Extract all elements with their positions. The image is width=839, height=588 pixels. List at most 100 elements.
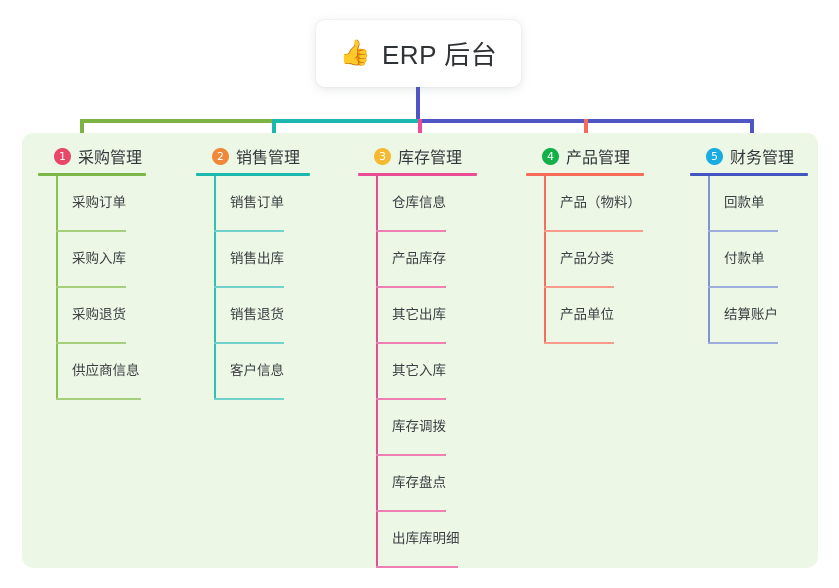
- branch-item[interactable]: 采购退货: [38, 288, 146, 344]
- branch-item-label: 销售出库: [230, 251, 284, 266]
- branch-title: 产品管理: [566, 150, 631, 167]
- branch-item-underline: [56, 230, 126, 232]
- branch-title: 财务管理: [730, 150, 795, 167]
- branch-spine-line: [376, 176, 378, 568]
- branch-item[interactable]: 库存调拨: [358, 400, 477, 456]
- branch-item-label: 结算账户: [724, 307, 778, 322]
- branch-item[interactable]: 产品库存: [358, 232, 477, 288]
- branch-item[interactable]: 结算账户: [690, 288, 808, 344]
- branch-item[interactable]: 销售出库: [196, 232, 310, 288]
- branch-item-label: 采购订单: [72, 195, 126, 210]
- branch-item-underline: [376, 566, 458, 568]
- branch-item-underline: [214, 230, 284, 232]
- branch-number-badge: 1: [54, 147, 71, 165]
- branch-header-4[interactable]: 4 产品管理: [526, 145, 644, 167]
- branch-item-list: 仓库信息产品库存其它出库其它入库库存调拨库存盘点出库库明细: [358, 176, 477, 568]
- branch-item-label: 库存调拨: [392, 419, 446, 434]
- branch-item-label: 其它出库: [392, 307, 446, 322]
- branch-item-list: 回款单付款单结算账户: [690, 176, 808, 344]
- branch-number-badge: 2: [212, 147, 229, 165]
- branch-spine-line: [214, 176, 216, 400]
- branch-item-underline: [376, 510, 446, 512]
- branch-number-badge: 5: [706, 147, 723, 165]
- branch-item-underline: [544, 286, 614, 288]
- branch-item-label: 回款单: [724, 195, 765, 210]
- branch-spine-line: [708, 176, 710, 344]
- branch-item-underline: [544, 342, 614, 344]
- branch-item[interactable]: 产品单位: [526, 288, 644, 344]
- branch-item-underline: [708, 286, 778, 288]
- branch-item-label: 销售退货: [230, 307, 284, 322]
- branch-item[interactable]: 其它入库: [358, 344, 477, 400]
- branch-underline: [38, 173, 146, 176]
- branch-item[interactable]: 销售订单: [196, 176, 310, 232]
- branch-item[interactable]: 销售退货: [196, 288, 310, 344]
- branch-item-underline: [56, 342, 126, 344]
- branch-item-underline: [376, 286, 446, 288]
- branch-item[interactable]: 其它出库: [358, 288, 477, 344]
- branch-item-label: 产品单位: [560, 307, 614, 322]
- branch-column-5: 5 财务管理回款单付款单结算账户: [690, 145, 808, 344]
- branch-column-3: 3 库存管理仓库信息产品库存其它出库其它入库库存调拨库存盘点出库库明细: [358, 145, 477, 568]
- branch-item-underline: [376, 342, 446, 344]
- thumbs-up-icon: 👍: [339, 39, 371, 67]
- branch-header-5[interactable]: 5 财务管理: [690, 145, 808, 167]
- branch-item-label: 客户信息: [230, 363, 284, 378]
- branch-item[interactable]: 产品分类: [526, 232, 644, 288]
- branch-item[interactable]: 供应商信息: [38, 344, 146, 400]
- branch-item-underline: [214, 398, 284, 400]
- branch-title: 库存管理: [398, 150, 463, 167]
- branch-header-2[interactable]: 2 销售管理: [196, 145, 310, 167]
- branch-header-1[interactable]: 1 采购管理: [38, 145, 146, 167]
- branch-item-label: 供应商信息: [72, 363, 140, 378]
- branch-item-underline: [56, 398, 141, 400]
- branch-item-label: 出库库明细: [392, 531, 460, 546]
- branches-panel: [22, 133, 818, 568]
- connector-bar-segment-1: [80, 119, 273, 123]
- branch-header-3[interactable]: 3 库存管理: [358, 145, 477, 167]
- branch-number-badge: 4: [542, 147, 559, 165]
- branch-item-list: 产品（物料） 产品分类产品单位: [526, 176, 644, 344]
- branch-item-underline: [214, 286, 284, 288]
- branch-item-label: 销售订单: [230, 195, 284, 210]
- branch-item-list: 销售订单销售出库销售退货客户信息: [196, 176, 310, 400]
- branch-title: 采购管理: [78, 150, 143, 167]
- branch-underline: [526, 173, 644, 176]
- branch-item-underline: [708, 230, 778, 232]
- branch-item-underline: [56, 286, 126, 288]
- branch-spine-line: [56, 176, 58, 400]
- branch-item[interactable]: 采购订单: [38, 176, 146, 232]
- branch-item-underline: [376, 398, 446, 400]
- branch-item[interactable]: 客户信息: [196, 344, 310, 400]
- branch-item-label: 仓库信息: [392, 195, 446, 210]
- branch-spine-line: [544, 176, 546, 344]
- branch-item-underline: [376, 454, 446, 456]
- branch-item[interactable]: 回款单: [690, 176, 808, 232]
- branch-underline: [358, 173, 477, 176]
- branch-underline: [690, 173, 808, 176]
- branch-number-badge: 3: [374, 147, 391, 165]
- branch-item-underline: [708, 342, 778, 344]
- branch-item-label: 产品分类: [560, 251, 614, 266]
- branch-item-list: 采购订单采购入库采购退货供应商信息: [38, 176, 146, 400]
- root-node[interactable]: 👍 ERP 后台: [316, 20, 521, 87]
- branch-item[interactable]: 付款单: [690, 232, 808, 288]
- root-trunk-line: [416, 87, 420, 123]
- branch-item[interactable]: 采购入库: [38, 232, 146, 288]
- branch-item[interactable]: 出库库明细: [358, 512, 477, 568]
- branch-title: 销售管理: [236, 150, 301, 167]
- branch-item-label: 付款单: [724, 251, 765, 266]
- branch-item-label: 产品（物料）: [560, 195, 641, 210]
- branch-item[interactable]: 仓库信息: [358, 176, 477, 232]
- branch-item-label: 库存盘点: [392, 475, 446, 490]
- branch-item[interactable]: 库存盘点: [358, 456, 477, 512]
- branch-item[interactable]: 产品（物料）: [526, 176, 644, 232]
- branch-item-label: 采购退货: [72, 307, 126, 322]
- branch-column-4: 4 产品管理产品（物料） 产品分类产品单位: [526, 145, 644, 344]
- branch-item-label: 采购入库: [72, 251, 126, 266]
- branch-column-2: 2 销售管理销售订单销售出库销售退货客户信息: [196, 145, 310, 400]
- connector-bar-segment-2: [273, 119, 424, 123]
- root-node-title: ERP 后台: [381, 40, 498, 70]
- branch-item-underline: [214, 342, 284, 344]
